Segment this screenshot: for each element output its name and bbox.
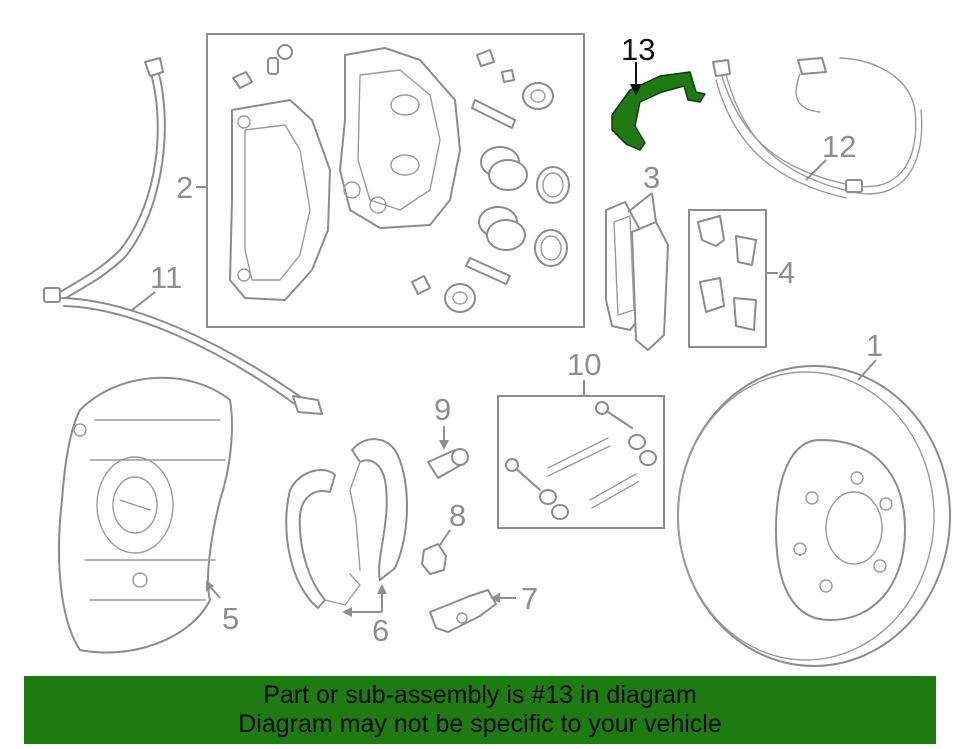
callout-3: 3 — [643, 160, 660, 195]
part-8-nut[interactable] — [421, 543, 447, 575]
callout-10: 10 — [567, 347, 601, 382]
part-7-bracket[interactable] — [429, 589, 497, 633]
callout-1: 1 — [866, 328, 883, 363]
banner-line-2: Diagram may not be specific to your vehi… — [238, 710, 722, 738]
part-3-brake-pads[interactable] — [605, 201, 669, 351]
part-4-pad-clips[interactable] — [688, 209, 767, 348]
part-9-fitting[interactable] — [427, 448, 469, 479]
part-5-backing-plate[interactable] — [58, 376, 233, 654]
callout-9: 9 — [434, 392, 451, 427]
part-12-wear-sensor[interactable] — [712, 57, 923, 199]
banner-line-1: Part or sub-assembly is #13 in diagram — [263, 681, 697, 709]
part-notice-banner: Part or sub-assembly is #13 in diagram D… — [24, 676, 936, 744]
callout-12: 12 — [822, 129, 856, 164]
callout-6: 6 — [372, 613, 389, 648]
callout-2: 2 — [176, 170, 193, 205]
part-13-highlighted-bracket[interactable] — [611, 71, 706, 151]
part-1-rotor[interactable] — [677, 365, 951, 667]
callout-8: 8 — [449, 498, 466, 533]
part-2-caliper-group[interactable] — [206, 33, 585, 328]
callout-5: 5 — [222, 601, 239, 636]
callout-7: 7 — [521, 581, 538, 616]
brake-parts-diagram: 2 11 13 12 3 — [43, 32, 951, 667]
callout-13: 13 — [621, 32, 655, 67]
part-10-hardware-kit[interactable] — [497, 395, 665, 529]
part-11-brake-hose[interactable] — [43, 57, 323, 415]
part-6-brake-shoes[interactable] — [285, 438, 408, 609]
callout-4: 4 — [778, 255, 795, 290]
callout-11: 11 — [150, 260, 182, 295]
